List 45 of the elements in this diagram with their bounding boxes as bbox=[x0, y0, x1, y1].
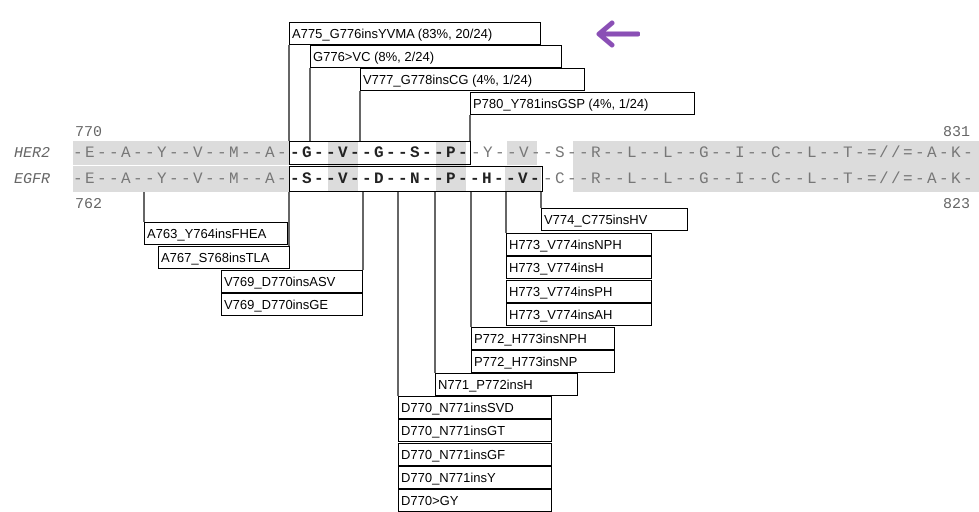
mutation-label: P780_Y781insGSP (4%, 1/24) bbox=[470, 92, 695, 115]
leader-line bbox=[288, 45, 290, 141]
residue-number: 831 bbox=[943, 123, 970, 143]
shaded-sequence: -E--A--Y--V--M--A- bbox=[73, 141, 289, 165]
gene-name: HER2 bbox=[14, 144, 50, 164]
leader-line bbox=[309, 68, 311, 141]
mutation-label: D770_N771insGF bbox=[398, 443, 552, 466]
leader-line bbox=[469, 115, 471, 141]
mutation-label: H773_V774insAH bbox=[506, 303, 652, 326]
highlighted-sequence-box: -S--V--D--N--P--H--V- bbox=[289, 166, 543, 192]
leader-line bbox=[540, 192, 542, 208]
residue-number: 762 bbox=[75, 195, 102, 215]
shaded-sequence: -E--A--Y--V--M--A- bbox=[73, 166, 289, 192]
mutation-label: H773_V774insH bbox=[506, 256, 652, 279]
mutation-label: H773_V774insPH bbox=[506, 280, 652, 303]
leader-line bbox=[359, 91, 361, 141]
sequence-text: -Y--V--S--R--L--L--G--I--C--L--T-=//=-A-K- bbox=[471, 141, 979, 165]
mutation-label: D770>GY bbox=[398, 489, 552, 512]
leader-line bbox=[397, 192, 399, 396]
gene-name: EGFR bbox=[14, 170, 50, 190]
mutation-label: N771_P772insH bbox=[435, 373, 578, 396]
sequence-text: -C--R--L--L--G--I--C--L--T-=//=-A-K- bbox=[543, 166, 979, 192]
mutation-label: D770_N771insSVD bbox=[398, 396, 552, 419]
mutation-label: A767_S768insTLA bbox=[158, 246, 290, 269]
leader-line bbox=[362, 192, 364, 270]
mutation-label: V777_G778insCG (4%, 1/24) bbox=[360, 68, 585, 91]
mutation-label: P772_H773insNP bbox=[471, 350, 615, 373]
highlighted-sequence-box: -G--V--G--S--P- bbox=[289, 141, 471, 165]
mutation-label: V769_D770insGE bbox=[221, 293, 363, 316]
residue-number: 770 bbox=[75, 123, 102, 143]
leader-line bbox=[434, 192, 436, 373]
mutation-label: D770_N771insY bbox=[398, 466, 552, 489]
leader-line bbox=[505, 192, 507, 233]
mutation-label: V774_C775insHV bbox=[541, 208, 688, 231]
mutation-label: G776>VC (8%, 2/24) bbox=[310, 45, 562, 68]
leader-line bbox=[143, 192, 145, 222]
mutation-label: H773_V774insNPH bbox=[506, 233, 652, 256]
leader-line bbox=[288, 192, 290, 246]
mutation-label: D770_N771insGT bbox=[398, 419, 552, 442]
mutation-label: A775_G776insYVMA (83%, 20/24) bbox=[289, 22, 541, 45]
mutation-label: V769_D770insASV bbox=[221, 270, 363, 293]
residue-number: 823 bbox=[943, 195, 970, 215]
mutation-label: P772_H773insNPH bbox=[471, 327, 615, 350]
leader-line bbox=[470, 192, 472, 327]
mutation-label: A763_Y764insFHEA bbox=[144, 222, 288, 245]
